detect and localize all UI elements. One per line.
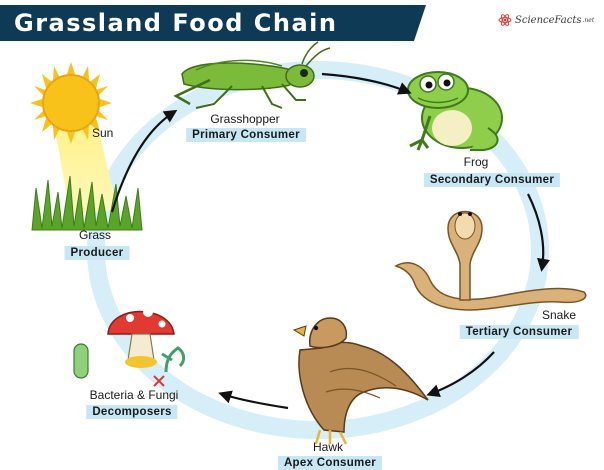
page-title: Grassland Food Chain [14, 9, 337, 37]
decomposers-role: Decomposers [86, 405, 177, 419]
snake-name: Snake [542, 308, 576, 322]
snake-role: Tertiary Consumer [460, 325, 579, 339]
brand-logo: ScienceFacts .net [498, 13, 594, 27]
brand-suffix: .net [583, 17, 595, 24]
frog-name: Frog [464, 155, 489, 169]
arrow-hawk-to-decomposers [222, 394, 288, 408]
decomposers-name: Bacteria & Fungi [90, 388, 179, 402]
sun-name: Sun [92, 126, 113, 140]
frog-role: Secondary Consumer [424, 173, 560, 187]
hawk-role: Apex Consumer [278, 456, 382, 470]
title-banner: Grassland Food Chain [0, 5, 440, 41]
grasshopper-name: Grasshopper [210, 112, 279, 126]
frog-illustration [408, 72, 502, 150]
snake-illustration [396, 212, 586, 311]
grasshopper-role: Primary Consumer [186, 128, 306, 142]
atom-icon [498, 13, 512, 27]
grass-name: Grass [79, 228, 111, 242]
brand-name: ScienceFacts [515, 15, 582, 26]
grass-role: Producer [65, 246, 130, 260]
hawk-name: Hawk [313, 440, 343, 454]
